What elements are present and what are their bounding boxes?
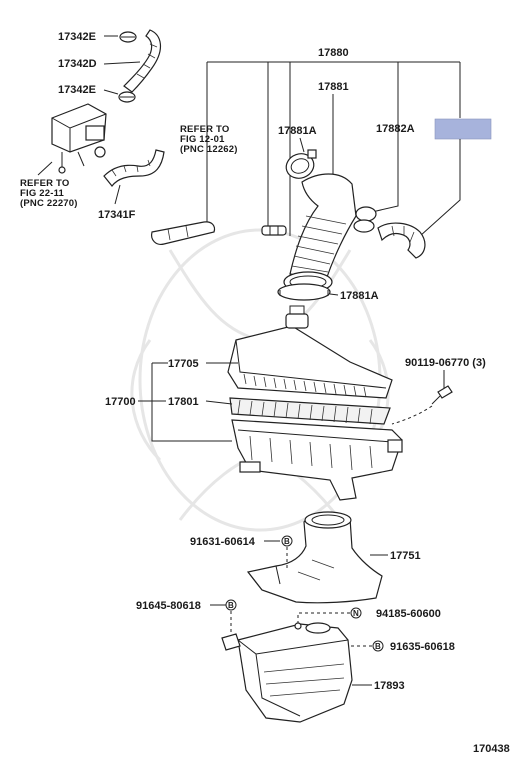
hose-17342d[interactable]: [123, 29, 161, 93]
bracket-17700: [151, 362, 232, 442]
label-94185: 94185-60600: [376, 608, 441, 620]
label-91635: 91635-60618: [390, 641, 455, 653]
ref-mid-line-1: REFER TO: [180, 124, 229, 135]
elbow-hose[interactable]: [377, 222, 426, 259]
leader-17882a: [371, 138, 399, 213]
label-17882a: 17882A: [376, 123, 415, 135]
label-17341f: 17341F: [98, 209, 136, 221]
svg-text:N: N: [353, 609, 359, 618]
label-17880: 17880: [318, 47, 349, 59]
vsv-valve[interactable]: [51, 103, 107, 174]
dashed-94185: [297, 612, 350, 624]
label-17893: 17893: [374, 680, 405, 692]
label-17881a-bot: 17881A: [340, 290, 379, 302]
leader-17342e-mid: [103, 89, 119, 95]
bolt-90119[interactable]: [431, 385, 453, 405]
resonator-17893[interactable]: [221, 622, 353, 723]
label-17751: 17751: [390, 550, 421, 562]
leader-17881a-top: [299, 137, 305, 153]
marker-b-91631: B: [281, 535, 293, 547]
svg-text:B: B: [228, 601, 234, 610]
clamp-17342e-mid[interactable]: [118, 91, 136, 103]
svg-text:B: B: [375, 642, 381, 651]
svg-text:B: B: [284, 537, 290, 546]
hose-17341f[interactable]: [103, 149, 165, 187]
label-91631: 91631-60614: [190, 536, 256, 548]
clamp-17882a[interactable]: [353, 206, 377, 233]
clamp-17342e-top[interactable]: [119, 31, 137, 43]
leader-17342d: [103, 61, 141, 65]
label-91645: 91645-80618: [136, 600, 201, 612]
label-17705: 17705: [168, 358, 199, 370]
label-17700: 17700: [105, 396, 136, 408]
marker-b-91645: B: [225, 599, 237, 611]
air-cleaner-case[interactable]: [231, 419, 403, 501]
duct-17751[interactable]: [246, 511, 383, 604]
leader-17341f: [114, 184, 121, 205]
air-cleaner-cap-17705[interactable]: [227, 305, 393, 399]
label-17342d: 17342D: [58, 58, 97, 70]
diagram-id: 170438: [473, 743, 510, 755]
ref-mid-line-3: (PNC 12262): [180, 144, 238, 155]
leader-17881a-bot: [329, 293, 339, 296]
leader-highlight: [419, 139, 461, 237]
leader-ref-left: [37, 161, 53, 176]
clamp-17881a-top[interactable]: [283, 149, 318, 182]
pipe-connector[interactable]: [261, 225, 287, 236]
leader-17801: [205, 400, 233, 405]
marker-n-94185: N: [350, 607, 362, 619]
clamp-17881a-bot[interactable]: [277, 283, 331, 301]
highlight-box: [434, 118, 492, 140]
label-17342e-mid: 17342E: [58, 84, 96, 96]
ref-mid-line-2: FIG 12-01: [180, 134, 225, 145]
marker-b-91635: B: [372, 640, 384, 652]
label-17342e-top: 17342E: [58, 31, 96, 43]
label-17881a-top: 17881A: [278, 125, 317, 137]
label-17801: 17801: [168, 396, 199, 408]
label-17881: 17881: [318, 81, 349, 93]
air-filter-element-17801[interactable]: [229, 397, 391, 425]
ref-left-line-1: REFER TO: [20, 178, 69, 189]
label-90119: 90119-06770 (3): [405, 357, 486, 369]
hose-breather[interactable]: [151, 221, 216, 245]
ref-left-line-2: FIG 22-11: [20, 188, 65, 199]
ref-left-line-3: (PNC 22270): [20, 198, 78, 209]
dashed-90119: [391, 405, 433, 425]
